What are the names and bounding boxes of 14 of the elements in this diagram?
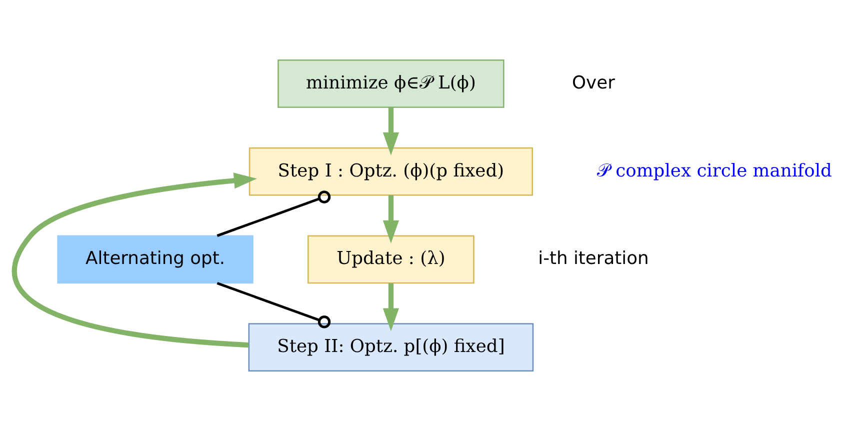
arrow	[12, 172, 257, 348]
node-box: Step II: Optz. p[(ϕ) fixed]	[248, 322, 534, 372]
arrow	[382, 106, 399, 155]
node-box: Alternating opt.	[57, 234, 254, 284]
node-box: minimize ϕ∈𝒫 L(ϕ)	[278, 58, 504, 108]
label: i-th iteration	[538, 248, 649, 269]
arrow	[382, 282, 399, 331]
label: 𝒫 complex circle manifold	[597, 160, 832, 181]
connector	[216, 281, 331, 328]
node-box: Update : (λ)	[308, 234, 474, 284]
label: Over	[572, 72, 615, 93]
node-box: Step I : Optz. (ϕ)(p fixed)	[248, 146, 533, 196]
connector	[216, 190, 331, 236]
arrow	[382, 194, 399, 243]
